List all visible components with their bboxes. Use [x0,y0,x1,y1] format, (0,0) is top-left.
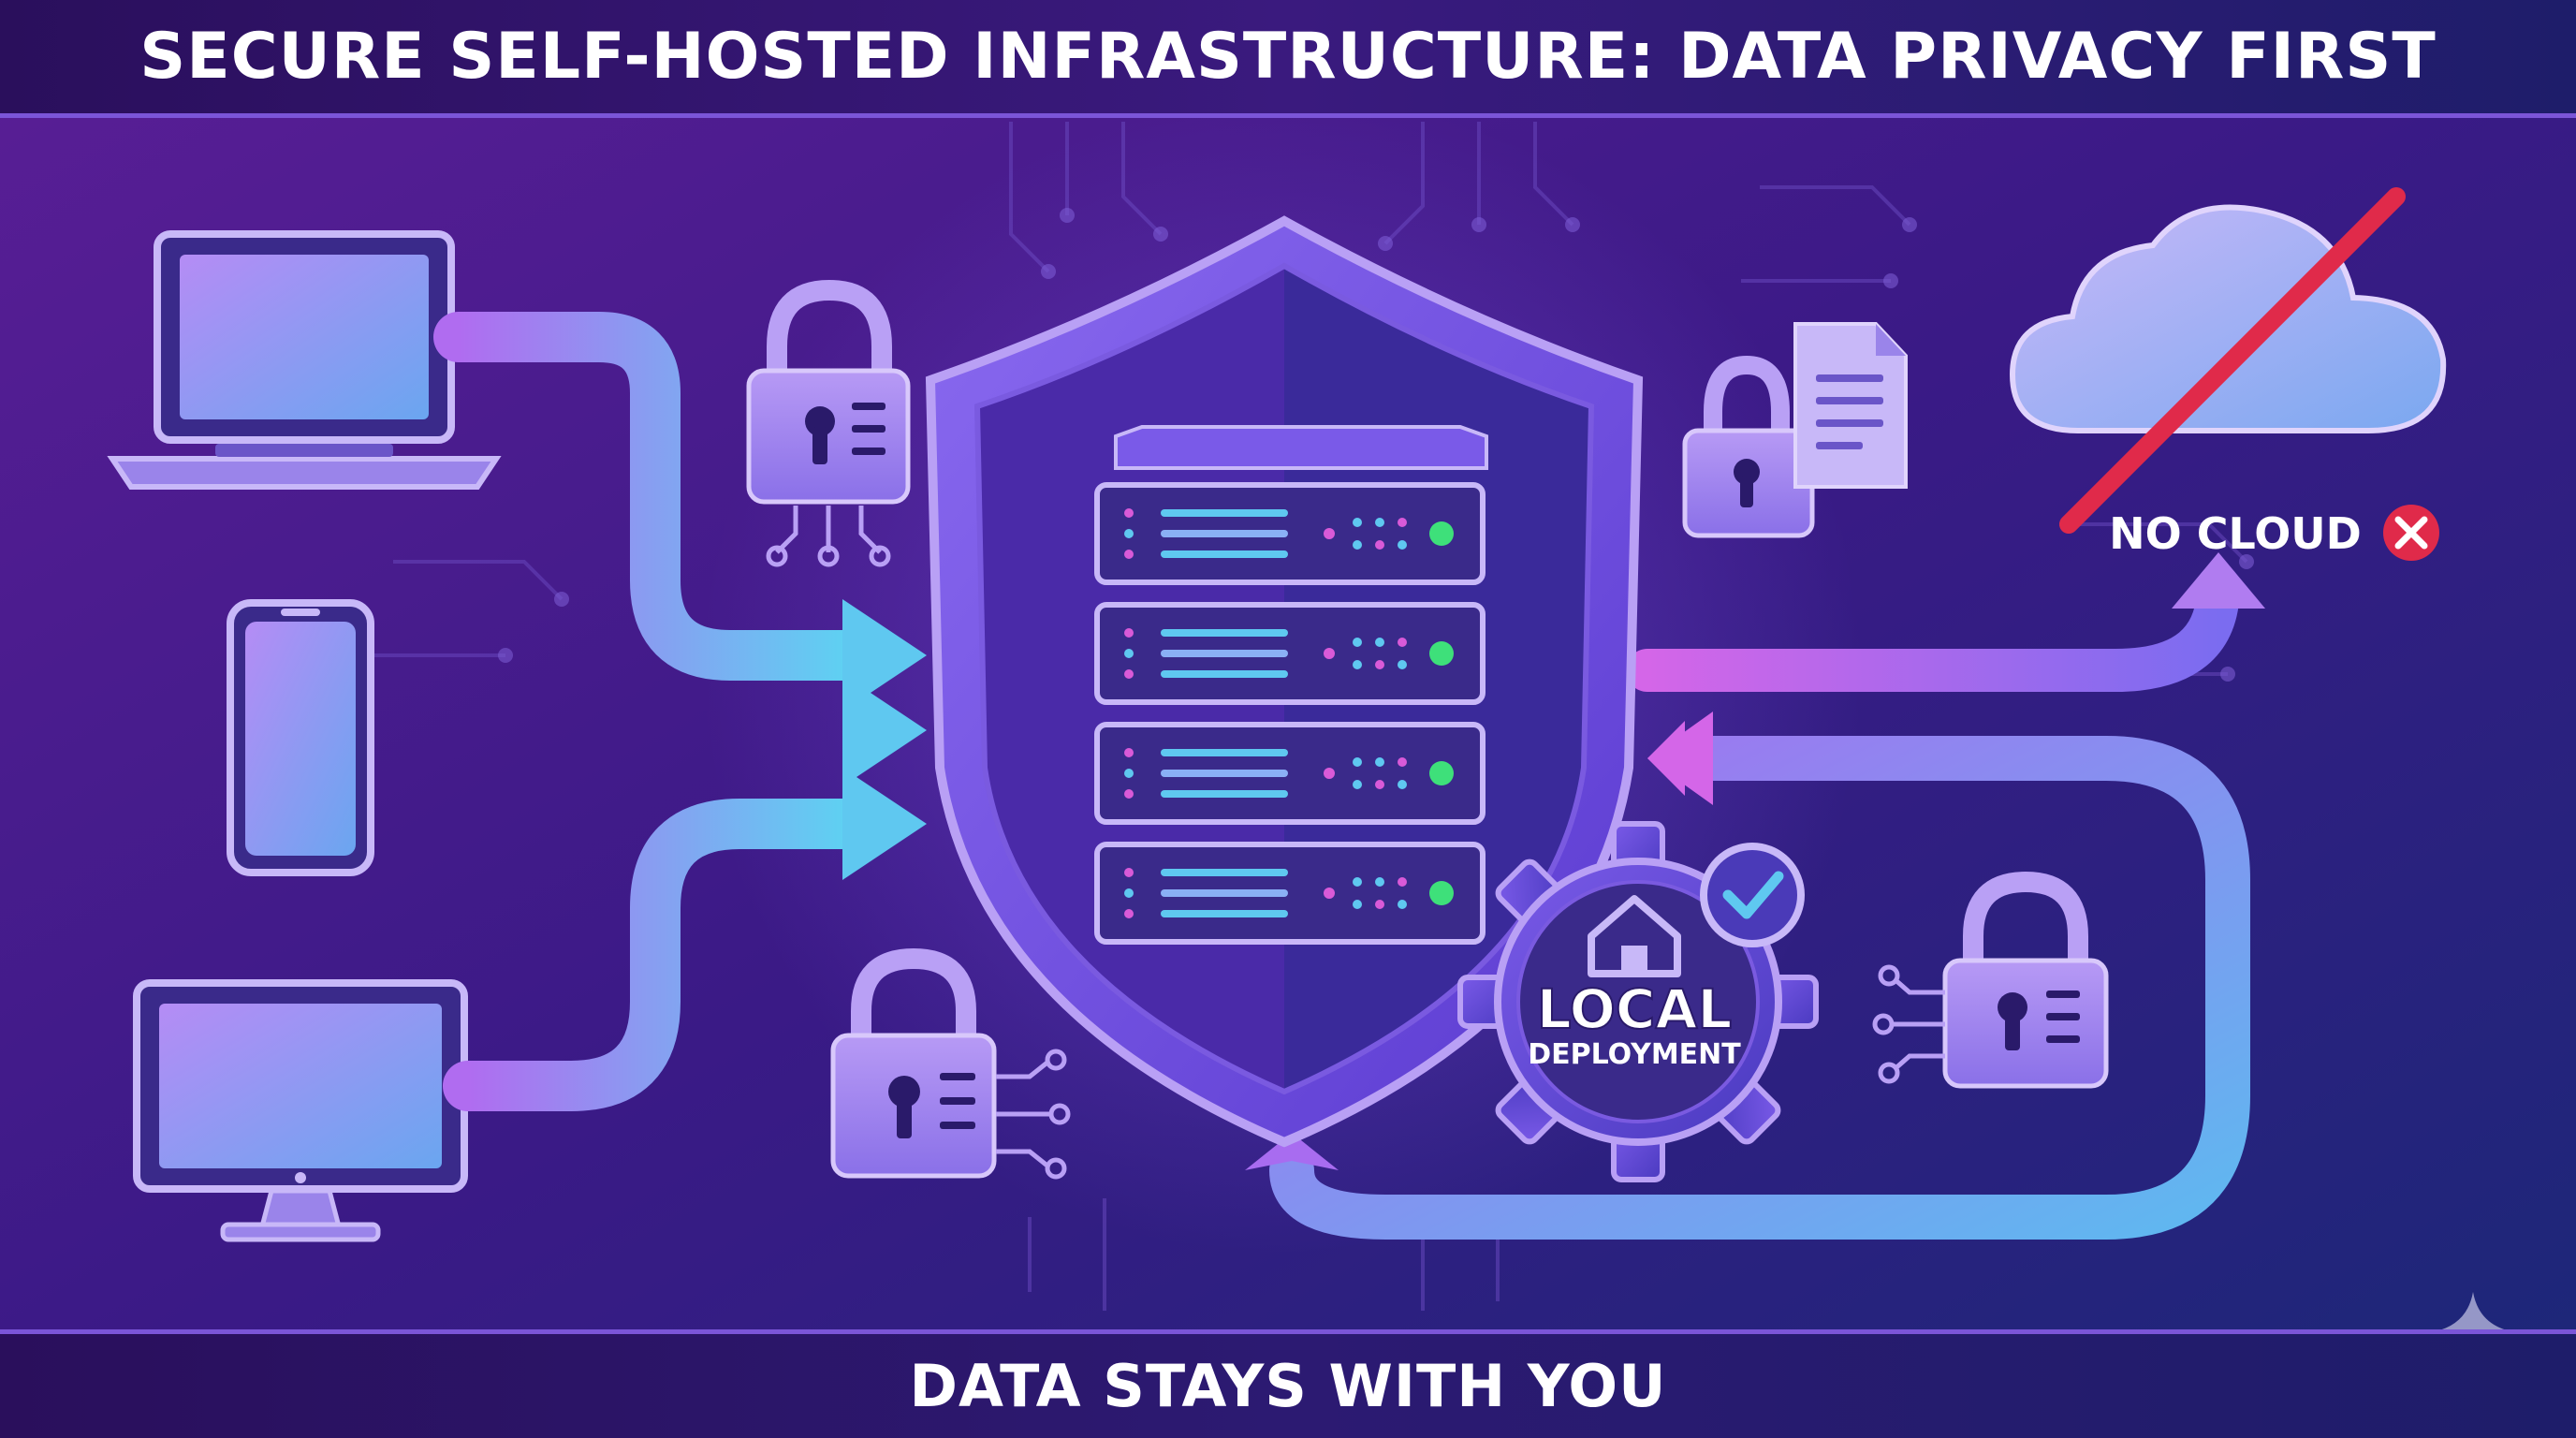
check-icon [1700,843,1805,947]
desktop-monitor-icon [133,979,468,1242]
local-label: LOCAL [1537,977,1733,1041]
padlock-icon [746,279,911,567]
server-unit [1094,842,1486,945]
inbound-arrows [374,312,927,1111]
server-unit [1094,722,1486,825]
server-unit [1094,602,1486,705]
gear-icon [1457,821,1819,1182]
server-rack-icon [1094,425,1488,945]
deployment-label: DEPLOYMENT [1528,1038,1741,1071]
padlock-icon [1872,871,2109,1089]
no-cloud-label: NO CLOUD [2109,508,2362,559]
home-icon [1588,895,1681,977]
data-loop-arrow [1245,712,2250,1240]
document-icon [1793,322,1908,489]
x-mark-icon [2383,505,2439,561]
smartphone-icon [227,599,374,876]
page-title: SECURE SELF-HOSTED INFRASTRUCTURE: DATA … [139,20,2437,94]
laptop-icon [107,230,502,490]
footer-caption: DATA STAYS WITH YOU [909,1352,1667,1420]
server-unit [1094,482,1486,585]
strike-line [2059,187,2406,534]
outbound-arrow [1626,552,2265,692]
footer-bar: DATA STAYS WITH YOU [0,1329,2576,1438]
padlock-icon [830,947,1071,1180]
title-bar: SECURE SELF-HOSTED INFRASTRUCTURE: DATA … [0,0,2576,118]
